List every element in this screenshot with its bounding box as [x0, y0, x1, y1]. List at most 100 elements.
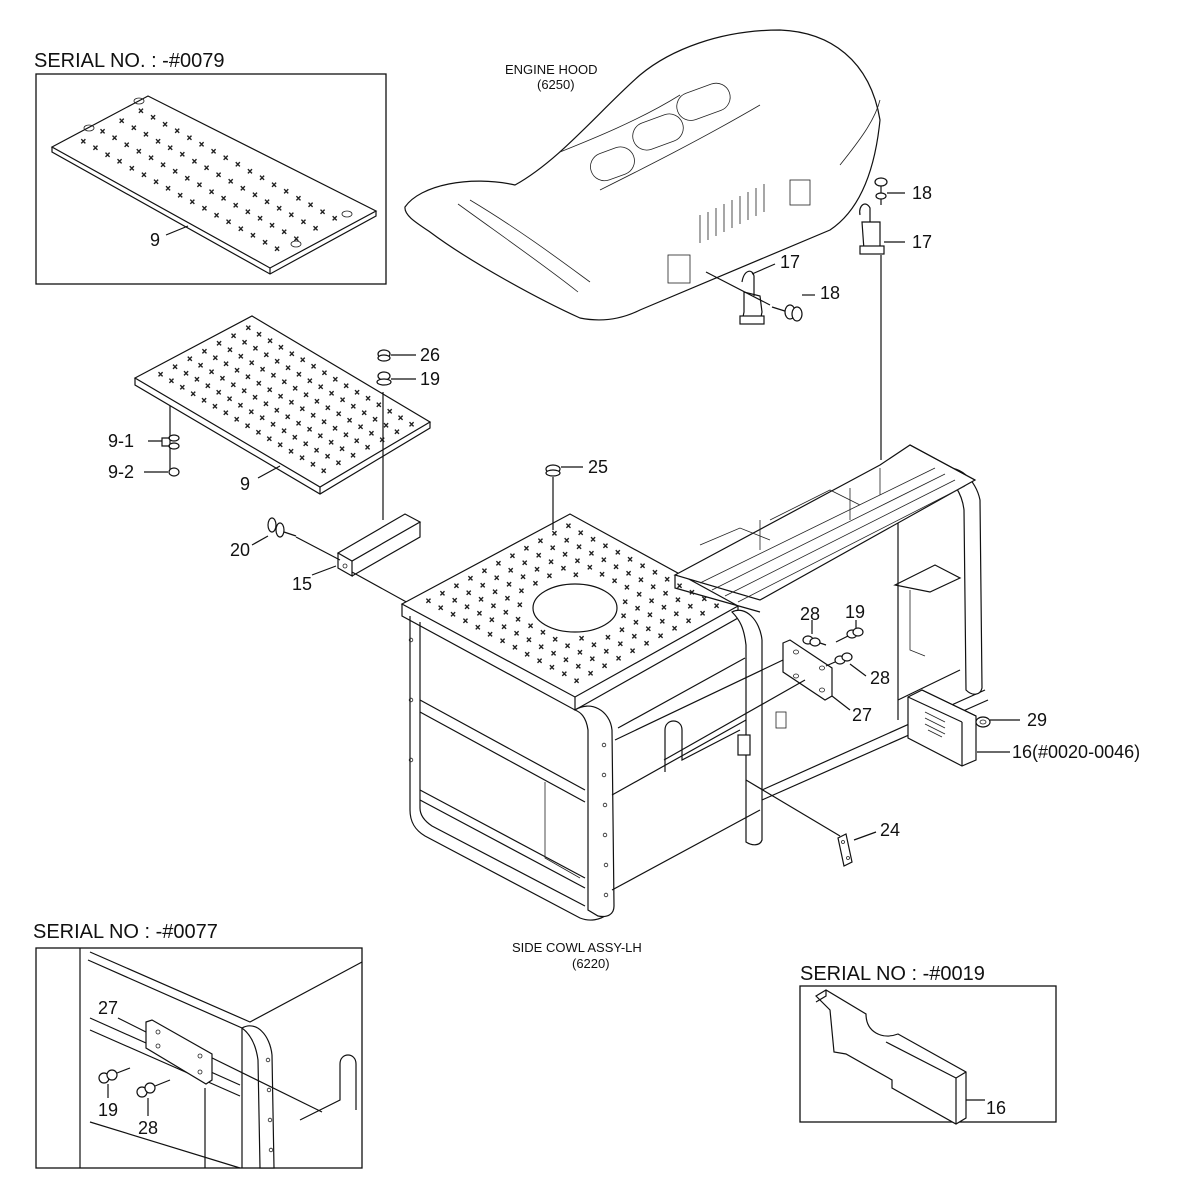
- perforation-mark: ×: [561, 670, 567, 678]
- perforation-mark: ×: [603, 648, 609, 656]
- perforation-mark: ×: [289, 350, 295, 358]
- callout-24: 24: [880, 820, 900, 840]
- perforation-mark: ×: [379, 436, 385, 444]
- perforation-mark: ×: [332, 376, 338, 384]
- callout-28-side: 28: [870, 668, 890, 688]
- perforation-mark: ×: [550, 544, 556, 552]
- perforation-mark: ×: [201, 347, 207, 355]
- perforation-mark: ×: [575, 663, 581, 671]
- perforation-mark: ×: [274, 407, 280, 415]
- perforation-mark: ×: [277, 441, 283, 449]
- perforation-mark: ×: [501, 623, 507, 631]
- perforation-mark: ×: [587, 564, 593, 572]
- perforation-mark: ×: [329, 390, 335, 398]
- perforation-mark: ×: [194, 376, 200, 384]
- perforation-mark: ×: [599, 570, 605, 578]
- callout-19-inset: 19: [98, 1100, 118, 1120]
- perforation-mark: ×: [168, 377, 174, 385]
- perforation-mark: ×: [314, 397, 320, 405]
- perforation-mark: ×: [153, 178, 159, 186]
- perforation-mark: ×: [578, 529, 584, 537]
- perforation-mark: ×: [221, 195, 227, 203]
- callout-16-serial: 16(#0020-0046): [1012, 742, 1140, 762]
- callout-9-2: 9-2: [108, 462, 134, 482]
- callout-9-inset: 9: [150, 230, 160, 250]
- perforation-mark: ×: [274, 358, 280, 366]
- perforation-mark: ×: [624, 584, 630, 592]
- perforation-mark: ×: [248, 408, 254, 416]
- perforation-mark: ×: [659, 618, 665, 626]
- perforation-mark: ×: [307, 426, 313, 434]
- bolt-18-right: [874, 177, 888, 205]
- perforation-mark: ×: [267, 337, 273, 345]
- perforation-mark: ×: [270, 372, 276, 380]
- perforation-mark: ×: [112, 134, 118, 142]
- perforation-mark: ×: [574, 677, 580, 685]
- perforation-mark: ×: [296, 419, 302, 427]
- plate-16-inset: [815, 989, 967, 1125]
- perforation-mark: ×: [172, 168, 178, 176]
- perforation-mark: ×: [165, 185, 171, 193]
- callout-17-right: 17: [912, 232, 932, 252]
- perforation-mark: ×: [549, 664, 555, 672]
- perforation-mark: ×: [453, 582, 459, 590]
- perforation-mark: ×: [255, 428, 261, 436]
- side-cowl-code: (6220): [572, 956, 610, 971]
- perforation-mark: ×: [601, 556, 607, 564]
- callout-27-inset: 27: [98, 998, 118, 1018]
- perforation-mark: ×: [538, 643, 544, 651]
- perforation-mark: ×: [425, 597, 431, 605]
- perforation-mark: ×: [647, 611, 653, 619]
- callout-26: 26: [420, 345, 440, 365]
- perforation-mark: ×: [526, 636, 532, 644]
- perforation-mark: ×: [588, 550, 594, 558]
- bolt-28-b: [825, 652, 853, 667]
- perforation-mark: ×: [536, 551, 542, 559]
- perforation-mark: ×: [631, 633, 637, 641]
- perforation-mark: ×: [100, 127, 106, 135]
- perforation-mark: ×: [292, 433, 298, 441]
- perforation-mark: ×: [494, 574, 500, 582]
- floor-plate-9-inset: ××××××××××××××××××××××××××××××××××××××××…: [50, 95, 378, 275]
- perforation-mark: ×: [645, 625, 651, 633]
- perforation-mark: ×: [500, 637, 506, 645]
- perforation-mark: ×: [223, 360, 229, 368]
- perforation-mark: ×: [576, 543, 582, 551]
- leader-9-inset: [165, 225, 189, 236]
- engine-hood-name: ENGINE HOOD: [505, 62, 597, 77]
- perforation-mark: ×: [209, 188, 215, 196]
- perforation-mark: ×: [209, 368, 215, 376]
- perforation-mark: ×: [551, 649, 557, 657]
- perforation-mark: ×: [274, 245, 280, 253]
- perforation-mark: ×: [271, 181, 277, 189]
- bolt-28-inset: [136, 1079, 171, 1116]
- perforation-mark: ×: [321, 467, 327, 475]
- perforation-mark: ×: [644, 639, 650, 647]
- perforation-mark: ×: [212, 403, 218, 411]
- perforation-mark: ×: [534, 565, 540, 573]
- perforation-mark: ×: [636, 590, 642, 598]
- perforation-mark: ×: [131, 124, 137, 132]
- perforation-mark: ×: [150, 114, 156, 122]
- perforation-mark: ×: [257, 215, 263, 223]
- perforation-mark: ×: [343, 382, 349, 390]
- perforation-mark: ×: [184, 174, 190, 182]
- perforation-mark: ×: [590, 535, 596, 543]
- perforation-mark: ×: [245, 373, 251, 381]
- perforation-mark: ×: [675, 596, 681, 604]
- bolt-28-a: [802, 635, 827, 647]
- perforation-mark: ×: [117, 158, 123, 166]
- perforation-mark: ×: [230, 381, 236, 389]
- perforation-mark: ×: [240, 184, 246, 192]
- perforation-mark: ×: [336, 410, 342, 418]
- callout-29: 29: [1027, 710, 1047, 730]
- perforation-mark: ×: [256, 380, 262, 388]
- perforation-mark: ×: [467, 575, 473, 583]
- perforation-mark: ×: [227, 395, 233, 403]
- perforation-mark: ×: [332, 215, 338, 223]
- perforation-mark: ×: [223, 409, 229, 417]
- inset-serial-0079: SERIAL NO. : -#0079 ××××××××××××××××××××…: [34, 50, 387, 285]
- perforation-mark: ×: [299, 454, 305, 462]
- perforation-mark: ×: [564, 536, 570, 544]
- perforation-mark: ×: [204, 164, 210, 172]
